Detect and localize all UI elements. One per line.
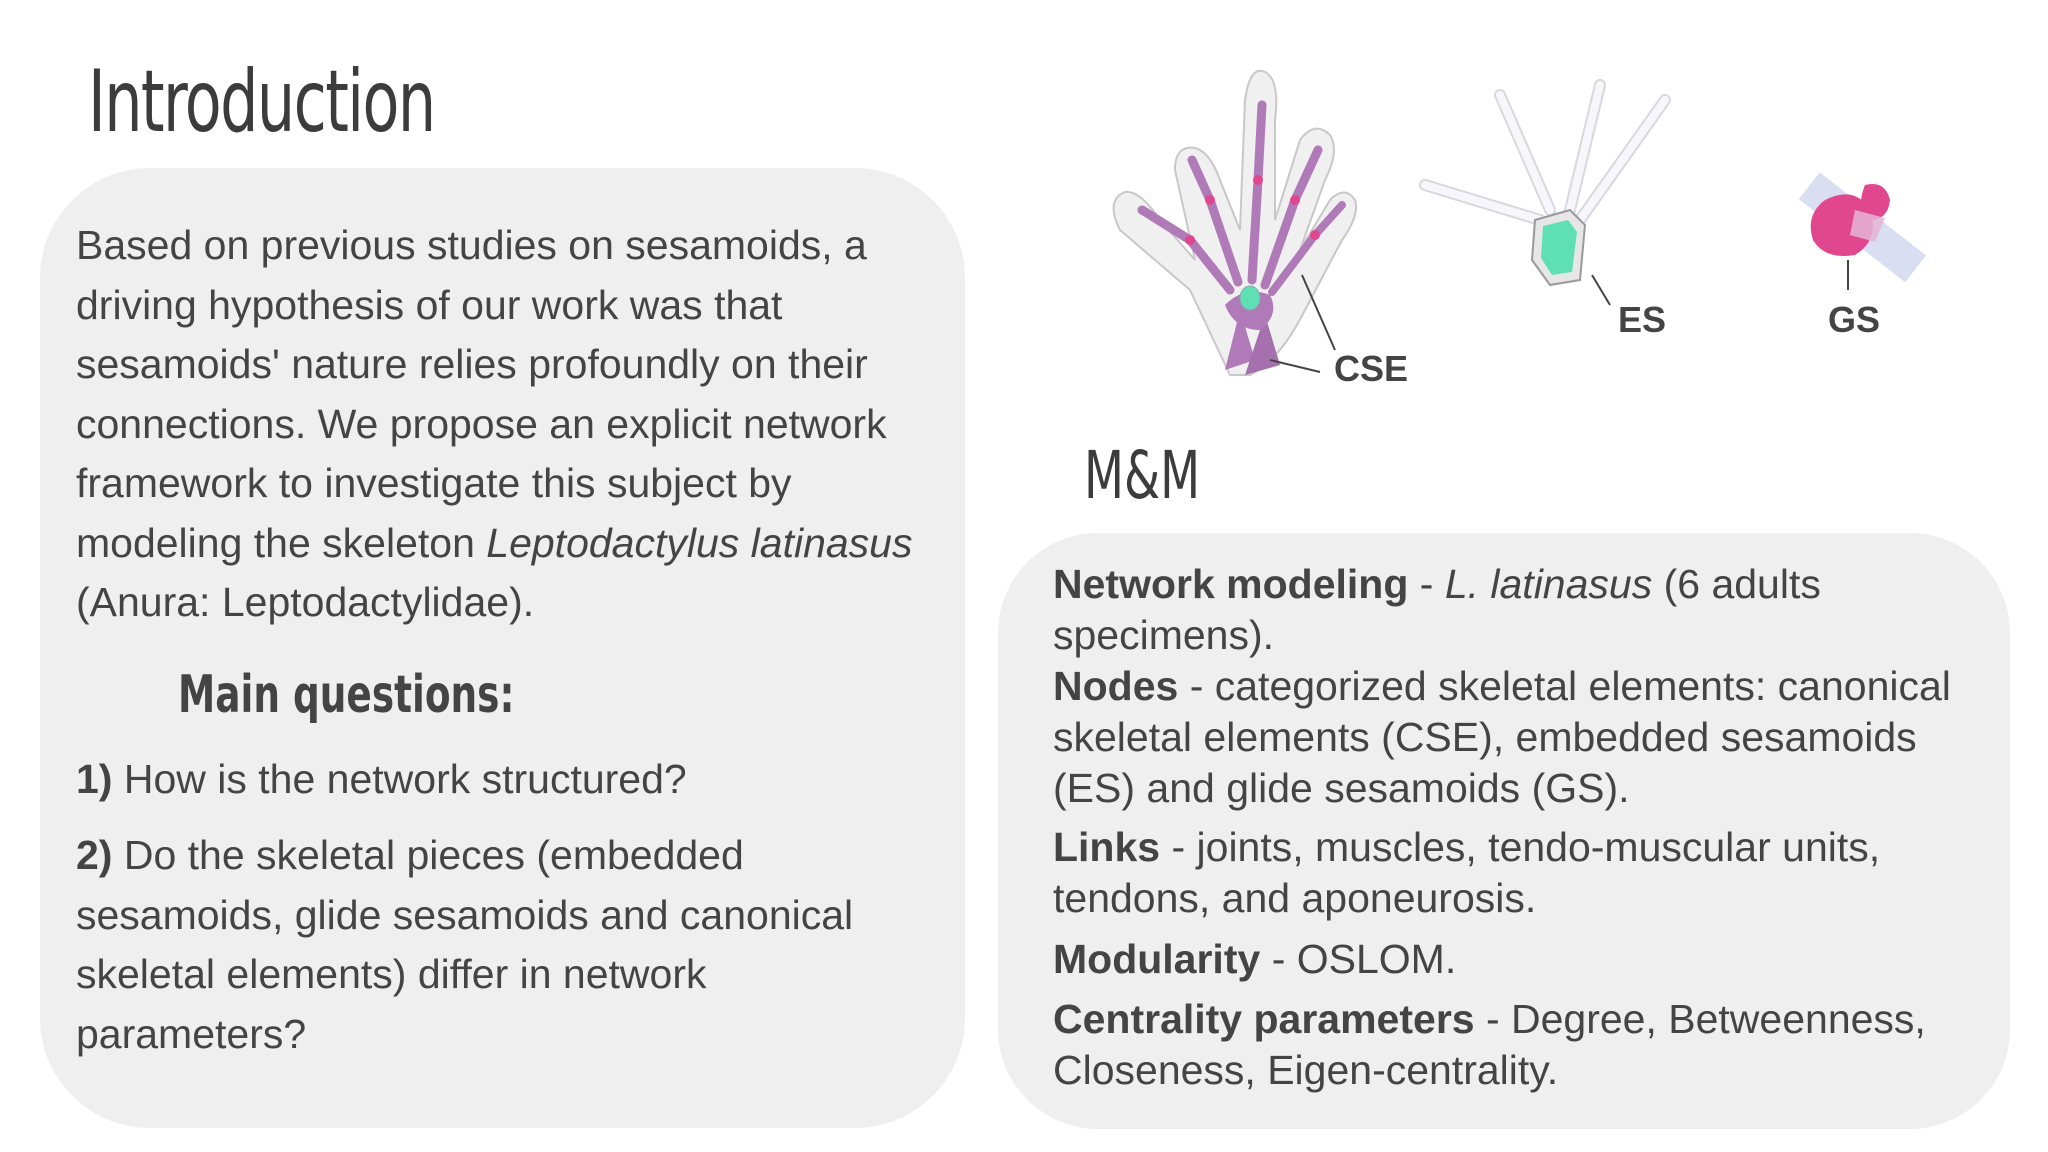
methods-item-separator: - [1408, 561, 1445, 607]
hand-skeleton-illustration: CSE [1112, 69, 1408, 389]
methods-item-modularity: Modularity - OSLOM. [1053, 934, 2003, 985]
gs-label: GS [1828, 299, 1880, 340]
methods-item-text: joints, muscles, tendo-muscular units, t… [1053, 824, 1881, 921]
question-number: 2) [76, 832, 113, 878]
methods-item-text: categorized skeletal elements: canonical… [1053, 663, 1951, 811]
methods-item-text: Degree, Betweenness, Closeness, Eigen-ce… [1053, 996, 1926, 1093]
methods-panel [998, 533, 2010, 1129]
questions-heading: Main questions: [178, 665, 515, 725]
methods-item-text: OSLOM. [1296, 936, 1457, 982]
cse-label: CSE [1334, 348, 1408, 389]
methods-item-label: Modularity [1053, 936, 1261, 982]
intro-panel [40, 168, 965, 1128]
species-name: Leptodactylus latinasus [486, 519, 913, 566]
methods-item-separator: - [1160, 824, 1197, 870]
methods-item-separator: - [1260, 936, 1297, 982]
glide-sesamoid-illustration: GS [1798, 172, 1927, 340]
question-text: How is the network structured? [112, 756, 687, 802]
methods-item-network-modeling: Network modeling - L. latinasus (6 adult… [1053, 559, 2003, 661]
question-1: 1) How is the network structured? [76, 750, 926, 810]
embedded-sesamoid-illustration: ES [1419, 79, 1671, 340]
methods-item-text: (6 adults specimens). [1053, 561, 1821, 658]
methods-item-label: Centrality parameters [1053, 996, 1475, 1042]
species-abbreviation: L. latinasus [1444, 561, 1653, 607]
methods-item-label: Nodes [1053, 663, 1179, 709]
methods-item-nodes: Nodes - categorized skeletal elements: c… [1053, 661, 2003, 814]
intro-text-start: Based on previous studies on sesamoids, … [76, 222, 887, 566]
question-2: 2) Do the skeletal pieces (embedded sesa… [76, 826, 926, 1064]
question-number: 1) [76, 756, 113, 802]
methods-item-separator: - [1474, 996, 1512, 1042]
methods-title: M&M [1084, 437, 1201, 514]
methods-item-centrality: Centrality parameters - Degree, Betweenn… [1053, 994, 2003, 1096]
methods-item-links: Links - joints, muscles, tendo-muscular … [1053, 822, 2003, 924]
methods-item-label: Links [1053, 824, 1161, 870]
methods-item-separator: - [1178, 663, 1215, 709]
intro-text-end: (Anura: Leptodactylidae). [76, 579, 535, 625]
methods-item-label: Network modeling [1053, 561, 1409, 607]
question-text: Do the skeletal pieces (embedded sesamoi… [76, 832, 854, 1057]
page-title: Introduction [88, 52, 436, 152]
skeleton-illustrations: CSE ES GS [1112, 69, 1927, 389]
intro-paragraph: Based on previous studies on sesamoids, … [76, 216, 956, 633]
es-label: ES [1618, 299, 1666, 340]
